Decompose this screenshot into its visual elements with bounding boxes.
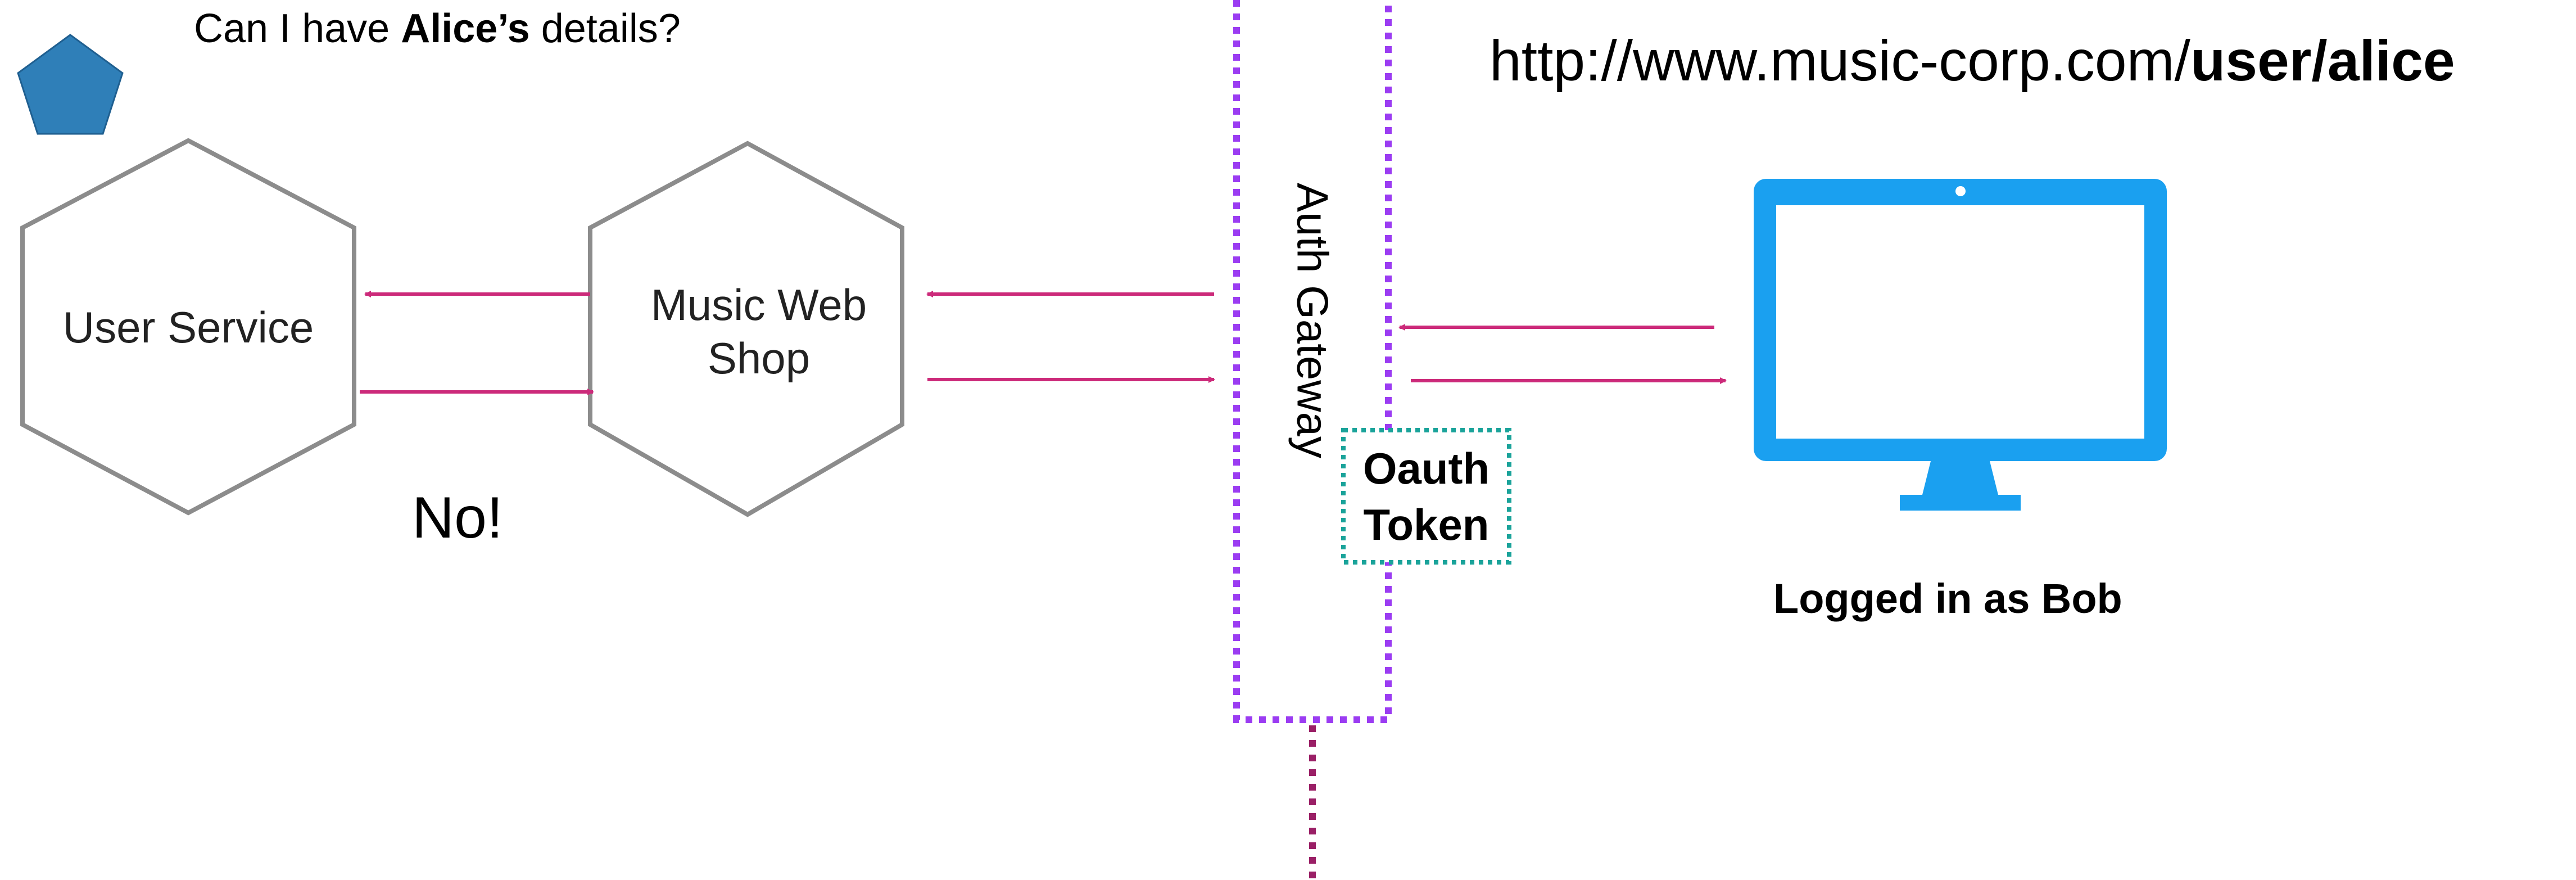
auth-gateway-box	[1233, 0, 1392, 723]
music-web-shop-line2: Shop	[707, 333, 811, 383]
user-service-hexagon	[20, 138, 356, 516]
client-status-text: Logged in as Bob	[1773, 575, 2122, 622]
monitor-icon	[1754, 179, 2167, 511]
oauth-token-box	[1341, 428, 1511, 565]
response-text: No!	[412, 485, 503, 550]
user-service-label: User Service	[62, 303, 314, 352]
auth-gateway-label: Auth Gateway	[1288, 183, 1338, 458]
music-web-shop-line1: Music Web	[650, 280, 867, 330]
oauth-token-line1: Oauth	[1362, 443, 1490, 493]
music-web-shop-label: Music Web Shop	[590, 278, 927, 385]
pentagon-icon	[17, 34, 124, 135]
url-text: http://www.music-corp.com/user/alice	[1490, 29, 2455, 93]
oauth-token-line2: Token	[1363, 499, 1490, 549]
question-text: Can I have Alice’s details?	[194, 6, 681, 51]
music-web-shop-hexagon	[588, 141, 904, 517]
oauth-token-label: Oauth Token	[1343, 430, 1509, 562]
